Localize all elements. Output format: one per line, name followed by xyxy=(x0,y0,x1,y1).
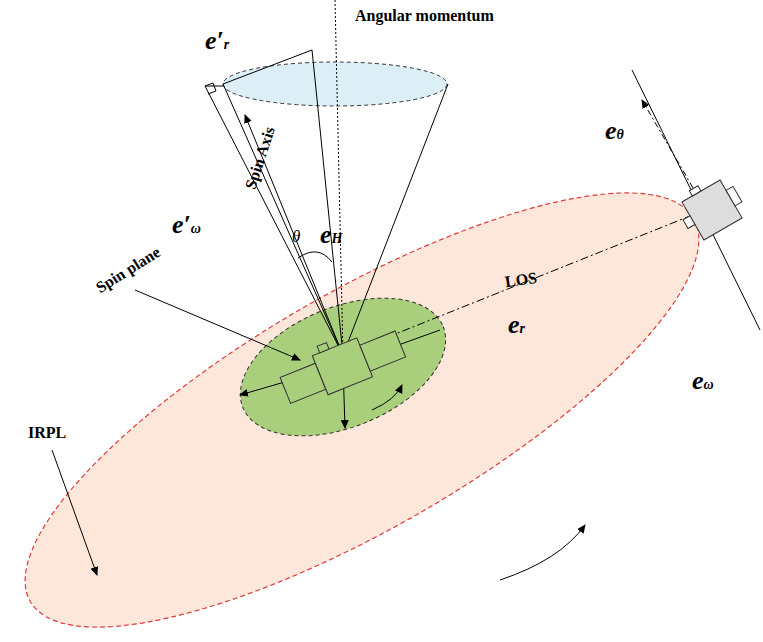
angle-label: θ xyxy=(292,228,300,245)
vector-label: eH xyxy=(320,222,342,248)
plane-label: Spin plane xyxy=(93,244,163,296)
vector-lines xyxy=(52,0,760,580)
vector-label: er xyxy=(508,312,525,338)
title-label: Angular momentum xyxy=(355,8,494,24)
observer-satellite xyxy=(672,171,749,244)
irpl-ellipse xyxy=(0,116,753,642)
vector-label: eθ xyxy=(605,118,624,144)
vector-label: e′ω xyxy=(172,212,201,238)
spin-plane-ellipse xyxy=(220,271,465,463)
spinning-target xyxy=(274,317,407,409)
vector-label: eω xyxy=(692,368,714,394)
plane-label: IRPL xyxy=(28,425,66,441)
vector-label: e′r xyxy=(205,28,229,54)
cone-ellipse xyxy=(223,62,447,106)
